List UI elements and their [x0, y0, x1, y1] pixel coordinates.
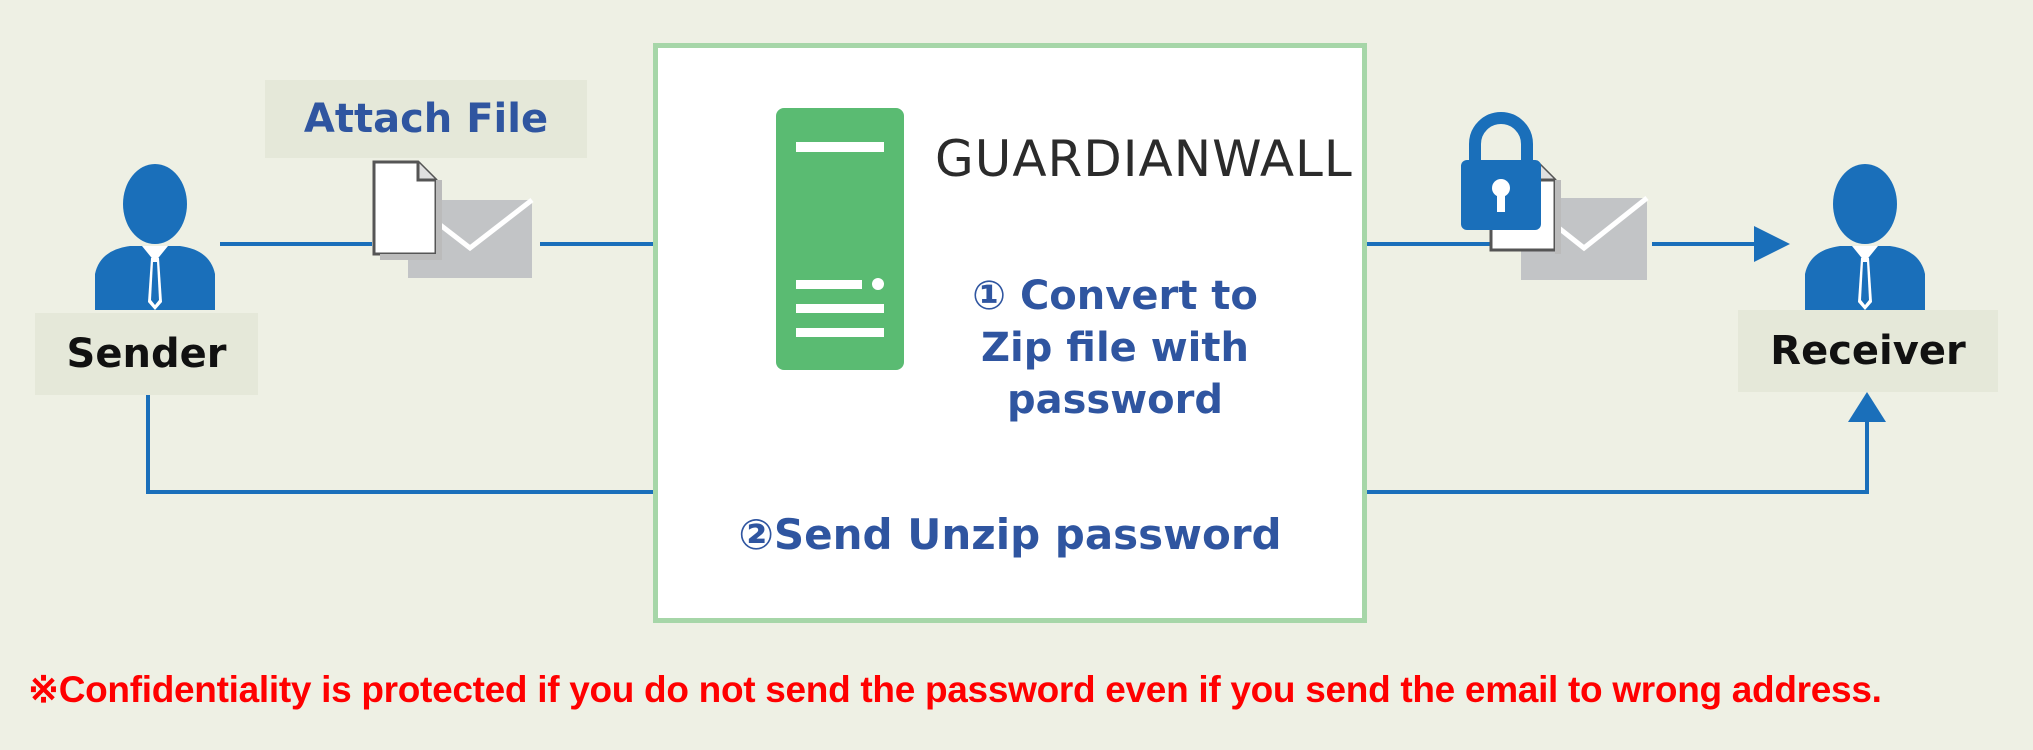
arrowhead-to-receiver [1754, 226, 1790, 262]
guardianwall-box [653, 43, 1367, 623]
sender-label: Sender [35, 313, 258, 395]
server-icon [776, 108, 904, 370]
arrowhead-up-receiver [1848, 392, 1886, 422]
step1-line3: password [1006, 377, 1224, 423]
locked-file-icon [1461, 112, 1649, 280]
guardianwall-logo: GUARDIANWALL [935, 130, 1353, 188]
step1-line1: ① Convert to [972, 273, 1258, 319]
step2-text: ②Send Unzip password [738, 510, 1282, 559]
attach-file-label: Attach File [265, 80, 587, 158]
step1-line2: Zip file with [981, 325, 1249, 371]
attached-file-icon [372, 160, 534, 278]
step1-text: ① Convert to Zip file with password [950, 270, 1280, 426]
lock-icon [1469, 112, 1533, 160]
sender-person-icon [95, 164, 215, 310]
receiver-label: Receiver [1738, 310, 1998, 392]
confidentiality-note: ※Confidentiality is protected if you do … [28, 669, 1882, 710]
receiver-person-icon [1805, 164, 1925, 310]
